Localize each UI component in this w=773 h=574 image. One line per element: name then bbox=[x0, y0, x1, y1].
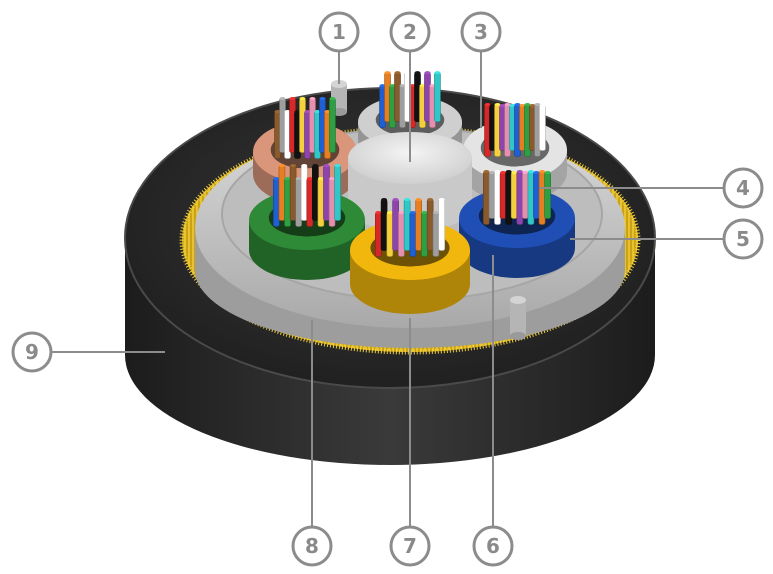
callout-circle bbox=[472, 525, 514, 567]
callout-number: 5 bbox=[736, 227, 750, 251]
ripcord-bottom bbox=[510, 296, 526, 340]
callout-7: 7 bbox=[389, 318, 431, 567]
callout-3: 3 bbox=[460, 11, 502, 128]
tube-white-fibers bbox=[484, 103, 546, 157]
callout-8: 8 bbox=[291, 320, 333, 567]
callout-circle bbox=[11, 331, 53, 373]
callout-circle bbox=[318, 11, 360, 53]
callouts: 1 2 3 4 5 6 7 8 9 bbox=[11, 11, 764, 567]
callout-circle bbox=[722, 218, 764, 260]
callout-number: 8 bbox=[305, 534, 319, 558]
callout-number: 4 bbox=[736, 176, 750, 200]
tube-blue bbox=[459, 170, 575, 278]
tube-yellow-fibers bbox=[375, 198, 445, 257]
tube-green-fibers bbox=[273, 164, 341, 227]
callout-number: 3 bbox=[474, 20, 488, 44]
callout-number: 1 bbox=[332, 20, 346, 44]
callout-circle bbox=[722, 167, 764, 209]
callout-circle bbox=[291, 525, 333, 567]
loose-tubes bbox=[249, 71, 575, 314]
callout-4: 4 bbox=[540, 167, 764, 209]
tube-blue-fibers bbox=[483, 170, 551, 225]
callout-circle bbox=[460, 11, 502, 53]
callout-number: 6 bbox=[486, 534, 500, 558]
callout-2: 2 bbox=[389, 11, 431, 162]
callout-circle bbox=[389, 525, 431, 567]
callout-number: 7 bbox=[403, 534, 417, 558]
callout-1: 1 bbox=[318, 11, 360, 84]
tube-yellow bbox=[350, 198, 470, 314]
callout-number: 2 bbox=[403, 20, 417, 44]
callout-circle bbox=[389, 11, 431, 53]
callout-number: 9 bbox=[25, 340, 39, 364]
tube-salmon-fibers bbox=[274, 97, 336, 159]
tube-green bbox=[249, 164, 365, 280]
callout-6: 6 bbox=[472, 255, 514, 567]
tube-grey-fibers bbox=[379, 71, 441, 128]
callout-5: 5 bbox=[570, 218, 764, 260]
callout-9: 9 bbox=[11, 331, 165, 373]
